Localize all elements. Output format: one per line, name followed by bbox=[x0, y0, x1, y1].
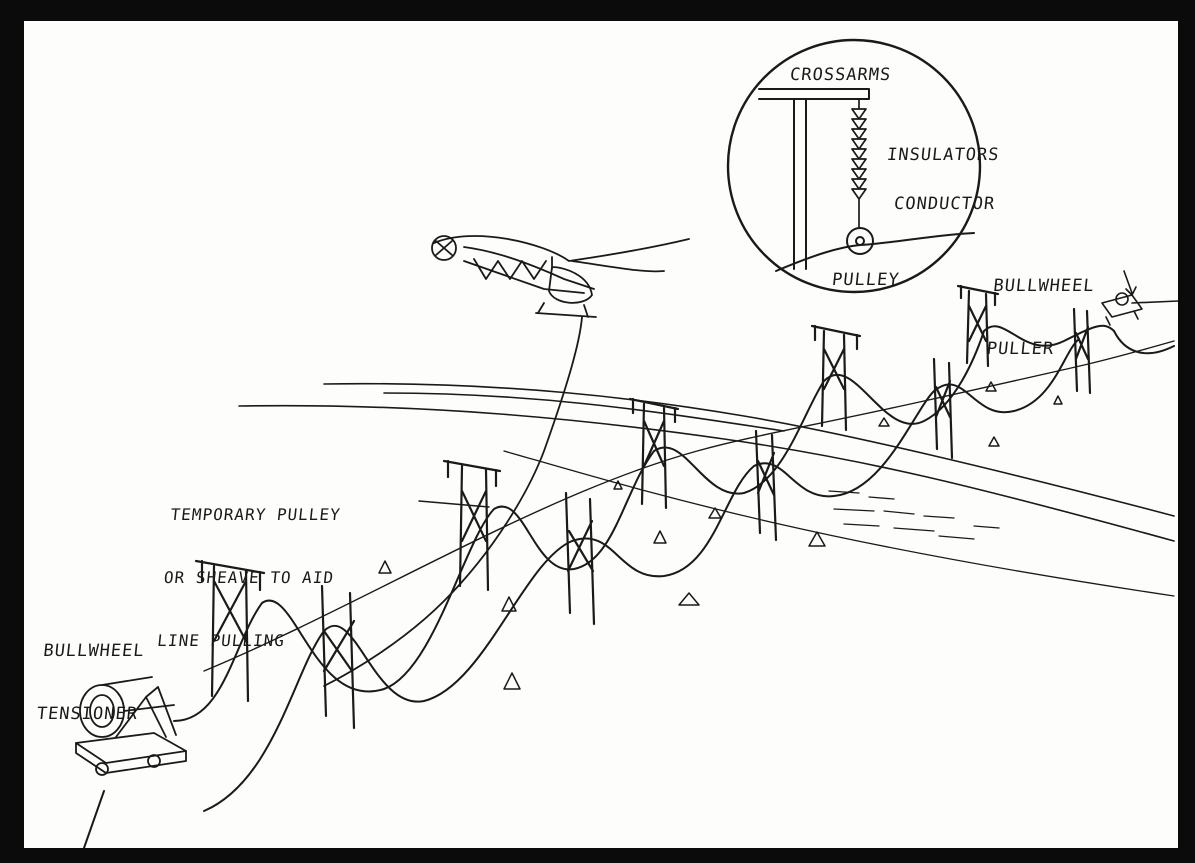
label-bullwheel-tensioner: BULLWHEEL TENSIONER bbox=[31, 599, 150, 767]
tower-8 bbox=[934, 359, 952, 458]
label-bullwheel-tensioner-line-2: TENSIONER bbox=[36, 704, 139, 725]
label-crossarms: CROSSARMS bbox=[789, 65, 892, 86]
label-temporary-pulley-line-2: OR SHEAVE TO AID bbox=[163, 567, 335, 588]
tower-4 bbox=[566, 493, 594, 624]
label-insulators: INSULATORS bbox=[886, 145, 1001, 166]
label-temporary-pulley-line-1: TEMPORARY PULLEY bbox=[170, 504, 342, 525]
label-bullwheel-puller: BULLWHEEL PULLER bbox=[981, 234, 1100, 402]
label-bullwheel-puller-line-2: PULLER bbox=[986, 339, 1089, 360]
label-bullwheel-puller-line-1: BULLWHEEL bbox=[992, 276, 1095, 297]
tower-7 bbox=[812, 326, 860, 430]
tower-5 bbox=[630, 399, 678, 508]
label-pulley: PULLEY bbox=[831, 270, 901, 291]
label-temporary-pulley-line-3: LINE PULLING bbox=[156, 630, 328, 651]
label-temporary-pulley: TEMPORARY PULLEY OR SHEAVE TO AID LINE P… bbox=[152, 462, 346, 693]
shrubs bbox=[379, 382, 1062, 689]
river bbox=[829, 491, 999, 539]
label-conductor: CONDUCTOR bbox=[893, 194, 996, 215]
line-stringing-illustration bbox=[24, 21, 1178, 848]
bullwheel-puller-machine bbox=[1102, 271, 1178, 325]
label-bullwheel-tensioner-line-1: BULLWHEEL bbox=[42, 641, 145, 662]
drawing-canvas: CROSSARMS INSULATORS CONDUCTOR PULLEY BU… bbox=[24, 21, 1178, 848]
